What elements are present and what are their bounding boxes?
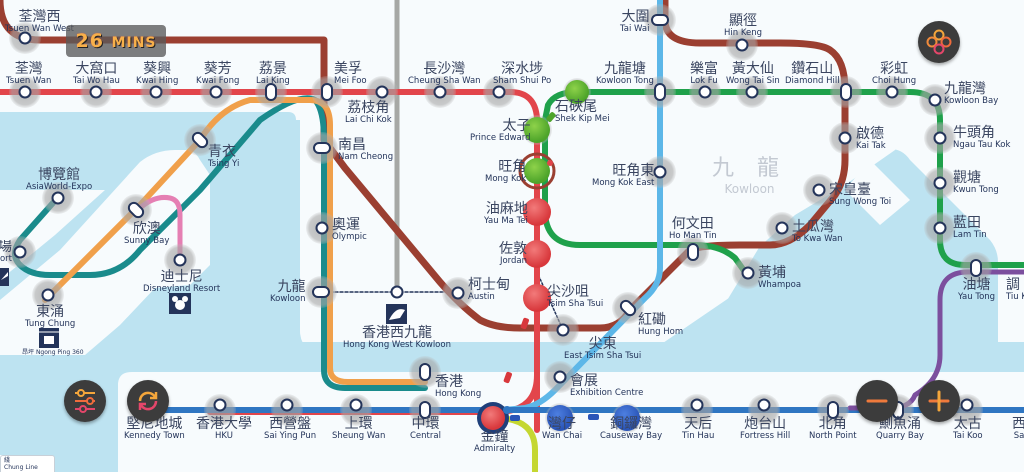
station-airport[interactable]: 機場Airport bbox=[0, 240, 12, 264]
attraction-icons bbox=[0, 268, 407, 348]
crowded-stations bbox=[477, 78, 642, 434]
line-legend-card: 綫 Chung Line bbox=[0, 455, 55, 472]
district-label-kowloon: 九 龍 Kowloon bbox=[712, 156, 787, 196]
zoom-out-button[interactable] bbox=[856, 380, 898, 422]
settings-button[interactable] bbox=[64, 380, 106, 422]
zoom-in-button[interactable] bbox=[918, 380, 960, 422]
station-markers bbox=[13, 14, 982, 419]
airport-plane-icon bbox=[0, 268, 9, 286]
mickey-icon bbox=[169, 293, 191, 314]
ngong-ping-label: 昂坪 Ngong Ping 360 bbox=[22, 349, 84, 356]
time-remaining-display: 26 Mins bbox=[66, 25, 166, 57]
refresh-icon bbox=[138, 391, 158, 411]
sliders-icon bbox=[75, 389, 95, 413]
menu-button[interactable] bbox=[918, 21, 960, 63]
plus-icon bbox=[928, 390, 950, 412]
east-rail-line bbox=[502, 0, 663, 413]
flower-menu-icon bbox=[926, 29, 952, 55]
restart-button[interactable] bbox=[127, 380, 169, 422]
cable-car-icon bbox=[39, 328, 59, 348]
hsr-train-icon bbox=[386, 304, 407, 324]
minus-icon bbox=[866, 399, 888, 403]
